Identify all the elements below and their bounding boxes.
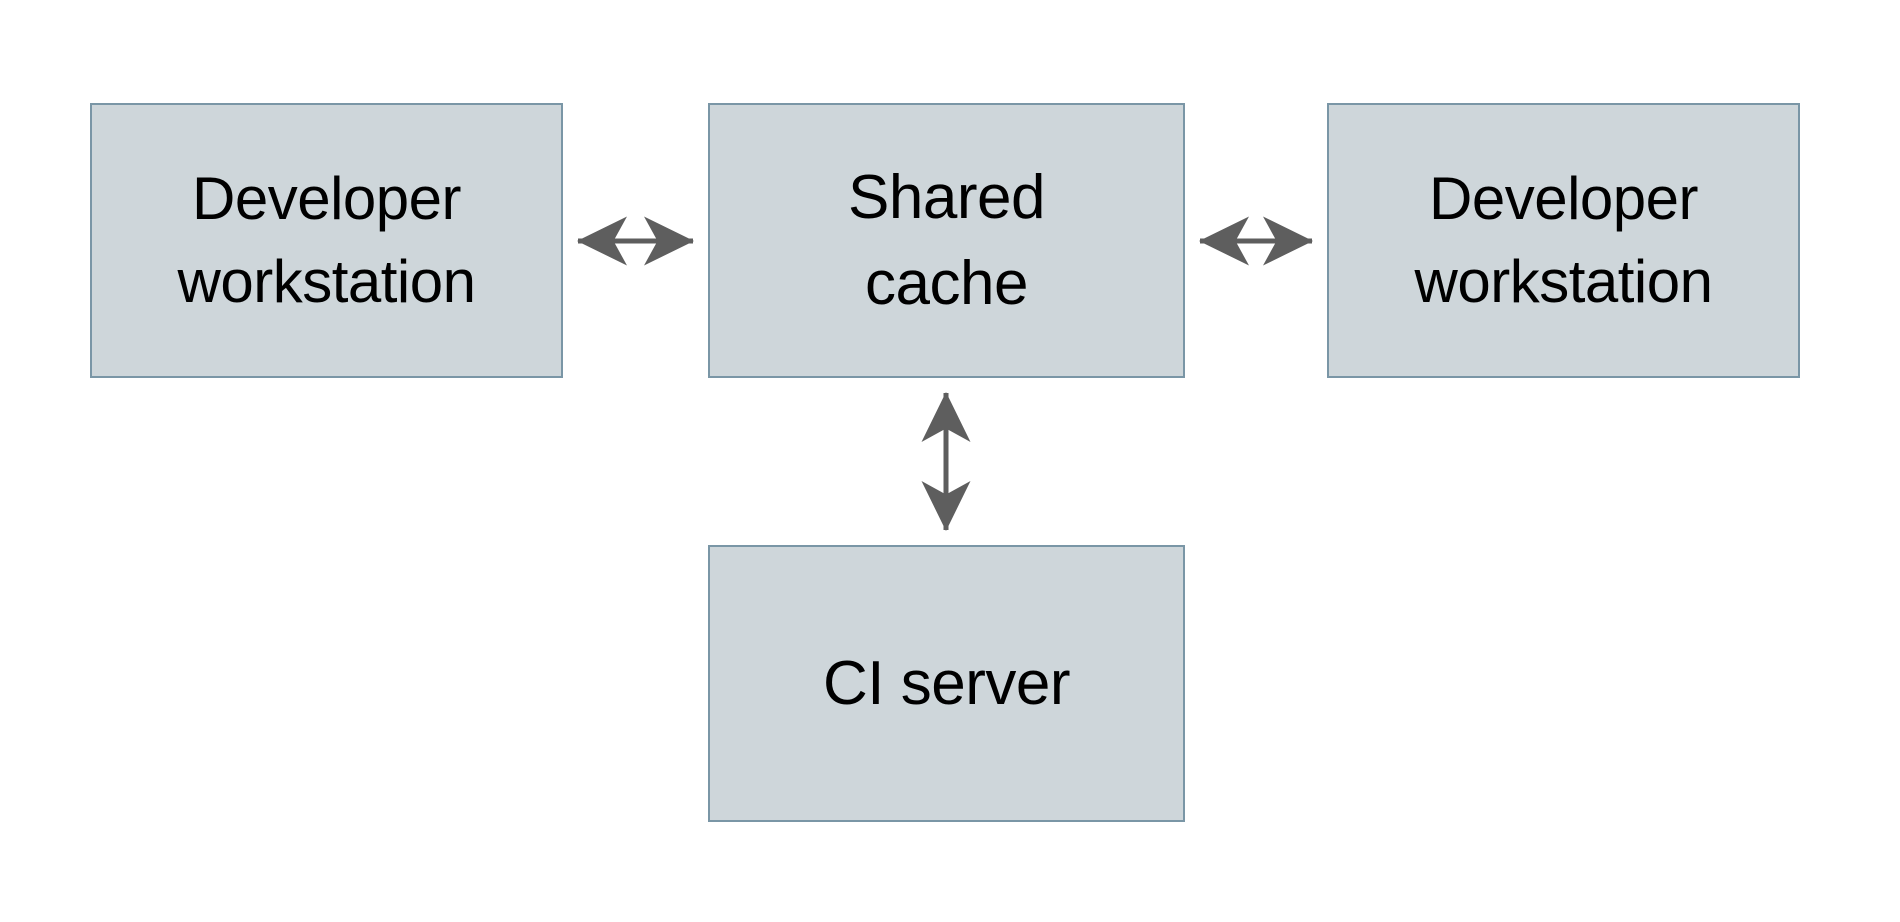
node-ci-server[interactable]: CI server bbox=[708, 545, 1185, 822]
node-label: CI server bbox=[823, 648, 1070, 718]
node-label: Developer workstation bbox=[1414, 164, 1713, 315]
node-shared-cache[interactable]: Shared cache bbox=[708, 103, 1185, 378]
node-label: Developer workstation bbox=[177, 164, 476, 315]
node-developer-workstation-left[interactable]: Developer workstation bbox=[90, 103, 563, 378]
node-developer-workstation-right[interactable]: Developer workstation bbox=[1327, 103, 1800, 378]
node-label: Shared cache bbox=[848, 162, 1045, 318]
